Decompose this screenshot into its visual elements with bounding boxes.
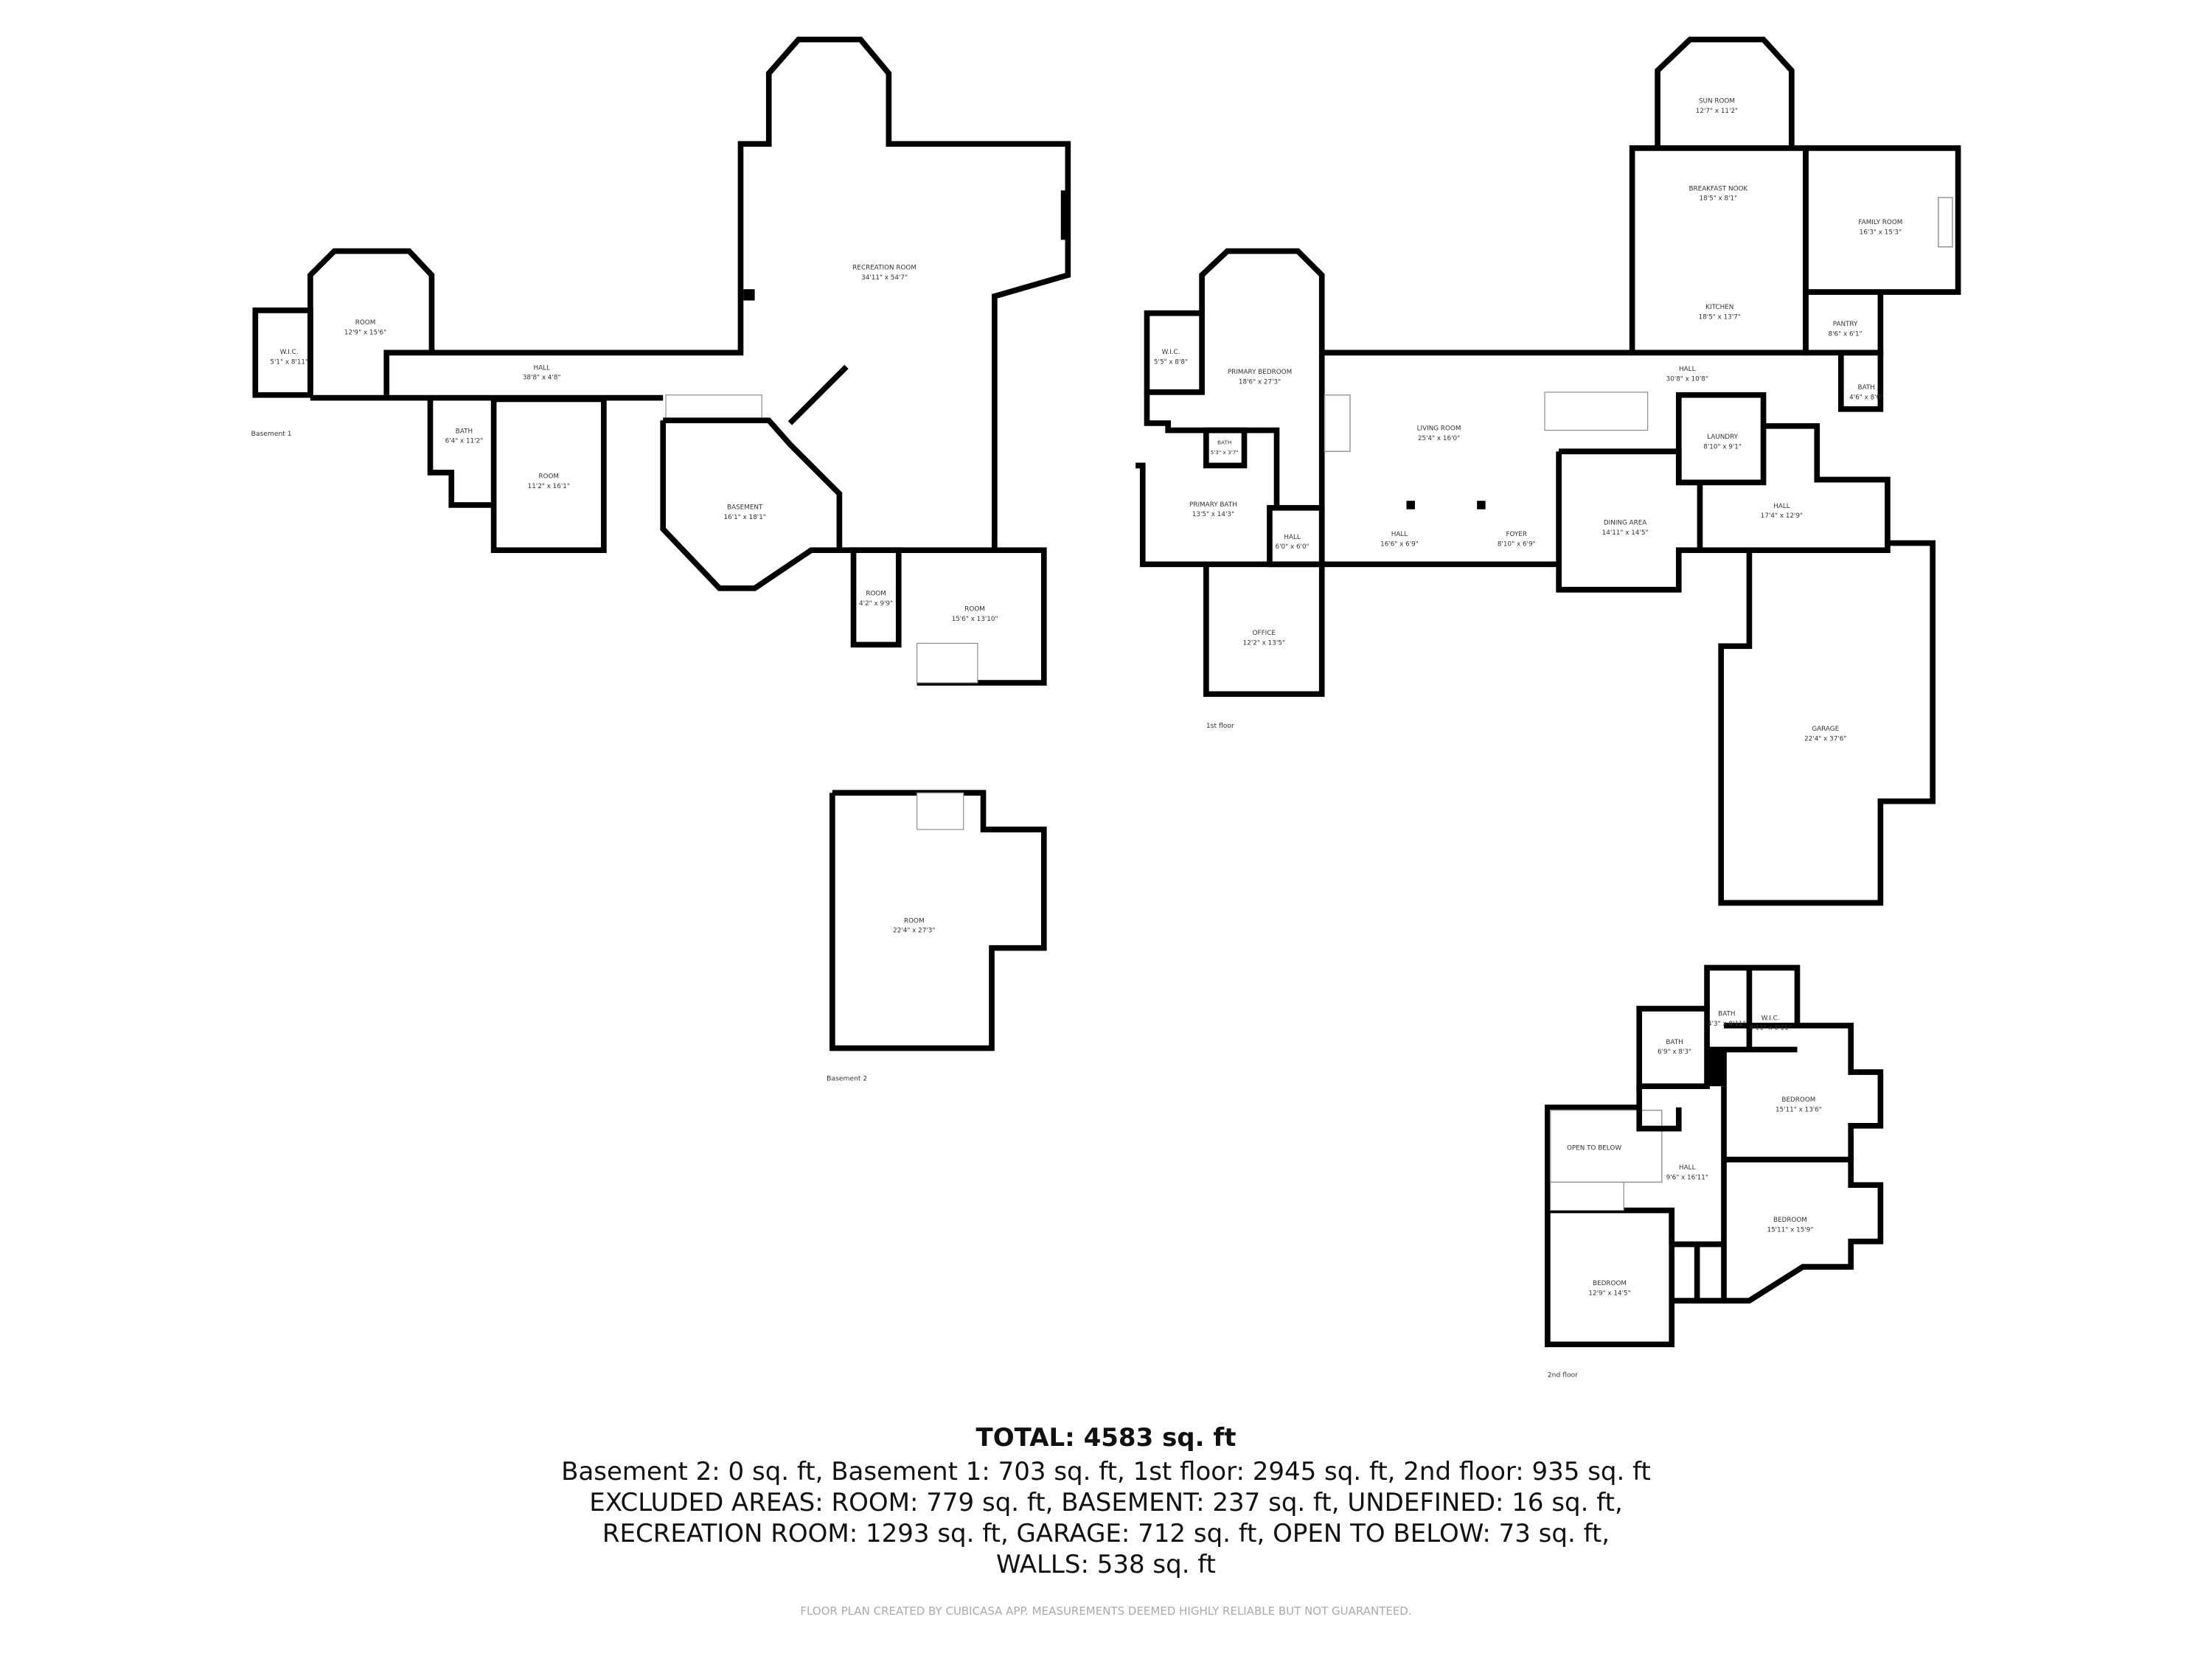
room-label: GARAGE — [1812, 726, 1839, 733]
room-label: BATH — [456, 428, 473, 435]
room-label: HALL — [1284, 534, 1301, 541]
room-label: DINING AREA — [1604, 520, 1646, 527]
basement-1-plan — [252, 36, 1071, 686]
room-label: W.I.C. — [1761, 1015, 1780, 1022]
room-dims: 34'11" x 54'7" — [861, 274, 908, 282]
room-label: BEDROOM — [1593, 1280, 1627, 1287]
basement-2-plan: ROOM 22'4" x 27'3" Basement 2 — [827, 790, 1047, 1083]
room-label: HALL — [1679, 366, 1696, 373]
room-label: BASEMENT — [727, 504, 763, 512]
room-dims: 14'11" x 14'5" — [1602, 529, 1649, 537]
basement-1-labels: W.I.C. 5'1" x 8'11" ROOM 12'9" x 15'6" H… — [251, 264, 998, 622]
room-dims: 16'1" x 18'1" — [724, 514, 766, 521]
room-label: BATH — [1666, 1039, 1683, 1046]
room-dims: 5'1" x 8'11" — [270, 359, 308, 366]
room-label: BATH — [1718, 1011, 1735, 1018]
room-dims: 11'2" x 16'1" — [528, 483, 570, 490]
room-label: W.I.C. — [1162, 349, 1180, 356]
room-dims: 18'6" x 27'3" — [1239, 378, 1281, 386]
room-label: OPEN TO BELOW — [1567, 1144, 1621, 1152]
room-label: RECREATION ROOM — [852, 264, 917, 271]
room-label: PRIMARY BATH — [1189, 501, 1237, 509]
room-label: LAUNDRY — [1707, 434, 1738, 441]
room-label: PRIMARY BEDROOM — [1228, 369, 1292, 376]
room-dims: 8'6" x 6'1" — [1828, 330, 1862, 338]
excluded-areas: EXCLUDED AREAS: ROOM: 779 sq. ft, BASEME… — [589, 1488, 1623, 1517]
room-dims: 8'10" x 9'1" — [1703, 443, 1742, 451]
room-label: ROOM — [538, 473, 559, 481]
room-dims: 5'3" x 3'7" — [1211, 449, 1239, 456]
room-label: OFFICE — [1253, 630, 1276, 637]
room-dims: 17'4" x 12'9" — [1761, 512, 1803, 520]
room-dims: 25'4" x 16'0" — [1418, 435, 1460, 442]
excluded-areas-cont: RECREATION ROOM: 1293 sq. ft, GARAGE: 71… — [602, 1519, 1610, 1548]
room-dims: 12'2" x 13'5" — [1243, 639, 1285, 647]
total-area: TOTAL: 4583 sq. ft — [975, 1423, 1237, 1453]
room-label: FOYER — [1506, 531, 1527, 538]
room-dims: 15'11" x 13'6" — [1775, 1107, 1822, 1114]
walls-area: WALLS: 538 sq. ft — [995, 1550, 1217, 1579]
room-dims: 6'0" x 6'0" — [1275, 543, 1309, 551]
first-floor-labels: W.I.C. 5'5" x 8'8" PRIMARY BEDROOM 18'6"… — [1154, 98, 1902, 743]
room-dims: 4'6" x 8'0" — [1849, 394, 1883, 401]
room-dims: 22'4" x 27'3" — [893, 928, 935, 935]
room-dims: 15'6" x 13'10" — [952, 616, 998, 623]
room-dims: 22'4" x 37'6" — [1804, 735, 1846, 742]
room-label: BATH — [1217, 439, 1231, 446]
second-floor-labels: BATH 4'3" x 8'11" W.I.C. 4'11" x 8'11" B… — [1548, 1011, 1822, 1380]
room-label: BEDROOM — [1781, 1096, 1815, 1104]
room-label: ROOM — [355, 319, 376, 327]
second-floor-plan — [1545, 964, 1884, 1348]
room-label: BEDROOM — [1773, 1217, 1807, 1224]
room-label: FAMILY ROOM — [1858, 219, 1902, 226]
room-dims: 12'7" x 11'2" — [1696, 108, 1738, 115]
room-dims: 38'8" x 4'8" — [523, 375, 561, 382]
room-dims: 30'8" x 10'8" — [1666, 376, 1708, 383]
room-label: HALL — [1391, 531, 1408, 538]
floor-label: 1st floor — [1206, 722, 1234, 730]
room-dims: 4'11" x 8'11" — [1749, 1025, 1791, 1032]
room-label: LIVING ROOM — [1417, 425, 1461, 433]
room-label: ROOM — [904, 917, 925, 925]
room-dims: 6'4" x 11'2" — [445, 438, 484, 445]
room-label: SUN ROOM — [1699, 98, 1735, 105]
room-label: BREAKFAST NOOK — [1688, 185, 1747, 192]
room-label: 12'9" x 15'6" — [344, 329, 386, 336]
room-dims: 5'5" x 8'8" — [1154, 359, 1188, 366]
room-dims: 15'11" x 15'9" — [1767, 1226, 1813, 1234]
floor-areas: Basement 2: 0 sq. ft, Basement 1: 703 sq… — [561, 1457, 1651, 1486]
room-dims: 12'9" x 14'5" — [1588, 1290, 1630, 1297]
room-label: HALL — [533, 364, 550, 372]
room-label: HALL — [1773, 503, 1790, 510]
room-label: HALL — [1679, 1164, 1696, 1172]
room-label: PANTRY — [1833, 321, 1858, 328]
floor-label: Basement 1 — [251, 430, 292, 438]
disclaimer: FLOOR PLAN CREATED BY CUBICASA APP. MEAS… — [800, 1604, 1412, 1618]
room-label: BATH — [1858, 384, 1875, 392]
first-floor-plan — [1135, 36, 1961, 906]
room-label: ROOM — [866, 590, 886, 597]
room-dims: 8'10" x 6'9" — [1498, 540, 1536, 548]
room-label: KITCHEN — [1705, 304, 1733, 311]
room-dims: 4'2" x 9'9" — [859, 600, 893, 608]
room-dims: 18'5" x 8'1" — [1699, 195, 1737, 203]
room-dims: 13'5" x 14'3" — [1192, 511, 1234, 518]
room-label: W.I.C. — [280, 349, 299, 356]
floor-label: Basement 2 — [827, 1075, 867, 1083]
room-dims: 9'6" x 16'11" — [1666, 1174, 1708, 1181]
room-dims: 16'3" x 15'3" — [1860, 229, 1902, 237]
floor-label: 2nd floor — [1548, 1371, 1578, 1379]
room-label: ROOM — [964, 605, 985, 613]
room-dims: 16'6" x 6'9" — [1380, 540, 1419, 548]
room-dims: 6'9" x 8'3" — [1658, 1048, 1691, 1056]
room-dims: 18'5" x 13'7" — [1699, 313, 1741, 321]
room-dims: 4'3" x 8'11" — [1708, 1020, 1746, 1028]
